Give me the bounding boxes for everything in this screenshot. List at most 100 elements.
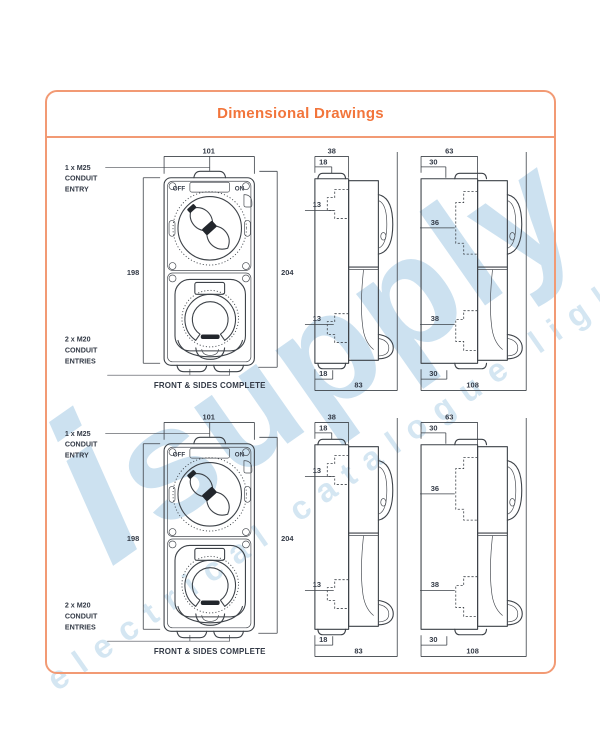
drawing-row: 101 198 204 1 x M25 CONDUIT ENTRY 2 x M2… — [65, 146, 527, 391]
side-small-body — [314, 172, 394, 370]
svg-text:ENTRIES: ENTRIES — [65, 623, 96, 631]
svg-text:1 x M25: 1 x M25 — [65, 164, 91, 172]
side-view-large: 63 30 36 38 — [420, 146, 527, 391]
knockout-upper: 36 — [420, 191, 478, 255]
front-view-drawing: 101 198 204 1 x M25 CONDUIT ENTRY 2 x M2… — [65, 146, 295, 390]
dim-83: 83 — [354, 381, 362, 390]
side-small-body — [314, 438, 394, 636]
dim-height-left: 198 — [127, 443, 161, 630]
dim-38: 38 — [328, 412, 336, 421]
dim-boss-bottom: 18 — [314, 369, 334, 380]
dim-63: 63 — [445, 146, 453, 155]
dim-204: 204 — [281, 534, 294, 543]
dim-38-lower: 38 — [431, 580, 439, 589]
dim-36: 36 — [431, 218, 439, 227]
dim-30-bottom: 30 — [429, 635, 437, 644]
svg-text:ENTRIES: ENTRIES — [65, 357, 96, 365]
drawing-rows: 101 198 204 1 x M25 CONDUIT ENTRY 2 x M2… — [47, 140, 554, 672]
dim-83: 83 — [354, 647, 362, 656]
brand-logo-mark — [200, 600, 220, 605]
dim-boss-top: 18 — [314, 157, 333, 174]
svg-text:ENTRY: ENTRY — [65, 452, 89, 460]
knockout-lower: 38 — [420, 310, 478, 351]
conduit-entry-label: 1 x M25 CONDUIT ENTRY — [65, 164, 211, 194]
dim-13-upper: 13 — [313, 466, 321, 475]
switch-on-label: ON — [235, 186, 245, 193]
dim-boss-bottom: 18 — [314, 635, 334, 646]
brand-logo-mark — [200, 334, 220, 339]
dim-38-lower: 38 — [431, 314, 439, 323]
dim-height-right: 204 — [258, 170, 294, 368]
dim-boss-top: 30 — [421, 157, 447, 178]
drawing-row: 101 198 204 1 x M25 CONDUIT ENTRY 2 x M2… — [65, 412, 527, 657]
dim-boss-bottom: 30 — [421, 635, 448, 646]
bottom-conduit-bosses — [176, 364, 244, 373]
dim-depth-total: 83 — [314, 417, 398, 657]
switch-off-label: OFF — [173, 452, 186, 459]
dim-boss-bottom: 30 — [421, 369, 448, 380]
svg-text:ENTRY: ENTRY — [65, 186, 89, 194]
dim-18-top: 18 — [319, 423, 327, 432]
rotary-switch — [168, 191, 251, 266]
dim-width: 101 — [163, 146, 255, 174]
svg-text:2 x M20: 2 x M20 — [65, 601, 91, 609]
side-large-body — [420, 438, 523, 636]
dim-108: 108 — [466, 647, 478, 656]
side-large-body — [420, 172, 523, 370]
dim-101: 101 — [203, 412, 215, 421]
knockout-lower: 38 — [420, 576, 478, 617]
switch-on-label: ON — [235, 452, 245, 459]
dim-18-top: 18 — [319, 157, 327, 166]
svg-text:CONDUIT: CONDUIT — [65, 441, 98, 449]
knockout-upper: 36 — [420, 457, 478, 521]
side-view-large: 63 30 36 38 — [420, 412, 527, 657]
dim-depth-total: 83 — [314, 151, 398, 391]
knockout-upper: 13 — [304, 189, 349, 219]
svg-text:CONDUIT: CONDUIT — [65, 612, 98, 620]
dim-13-upper: 13 — [313, 200, 321, 209]
dim-depth-total: 108 — [420, 417, 527, 657]
knockout-lower: 13 — [304, 313, 349, 343]
dim-204: 204 — [281, 268, 294, 277]
socket-outlet — [174, 544, 246, 626]
dim-height-right: 204 — [258, 436, 294, 634]
dim-63: 63 — [445, 412, 453, 421]
dim-depth-top: 38 — [314, 412, 350, 444]
dim-boss-top: 18 — [314, 423, 333, 440]
dim-30-top: 30 — [429, 423, 437, 432]
dim-width: 101 — [163, 412, 255, 440]
dim-30-bottom: 30 — [429, 369, 437, 378]
dim-13-lower: 13 — [313, 314, 321, 323]
knockout-lower: 13 — [304, 579, 349, 609]
dim-30-top: 30 — [429, 157, 437, 166]
dim-height-left: 198 — [127, 177, 161, 364]
svg-text:CONDUIT: CONDUIT — [65, 346, 98, 354]
front-caption: FRONT & SIDES COMPLETE — [154, 381, 266, 390]
dim-108: 108 — [466, 381, 478, 390]
svg-text:1 x M25: 1 x M25 — [65, 430, 91, 438]
side-view-small: 38 18 13 13 — [304, 146, 398, 391]
rotary-switch — [168, 457, 251, 532]
dim-depth-top: 38 — [314, 146, 350, 178]
drawing-sheet: Dimensional Drawings 101 198 204 1 x M25… — [45, 90, 556, 674]
dim-36: 36 — [431, 484, 439, 493]
dim-depth-top: 63 — [420, 146, 478, 179]
dim-38: 38 — [328, 146, 336, 155]
page-title: Dimensional Drawings — [47, 92, 554, 138]
side-view-small: 38 18 13 13 — [304, 412, 398, 657]
knockout-upper: 13 — [304, 455, 349, 485]
enclosure-front: OFF ON — [163, 436, 255, 632]
svg-text:CONDUIT: CONDUIT — [65, 175, 98, 183]
dim-depth-total: 108 — [420, 151, 527, 391]
front-view-drawing: 101 198 204 1 x M25 CONDUIT ENTRY 2 x M2… — [65, 412, 295, 656]
svg-text:2 x M20: 2 x M20 — [65, 335, 91, 343]
conduit-entry-label: 1 x M25 CONDUIT ENTRY — [65, 430, 211, 460]
dim-18-bottom: 18 — [319, 635, 327, 644]
switch-off-label: OFF — [173, 186, 186, 193]
enclosure-front: OFF ON — [163, 170, 255, 366]
front-caption: FRONT & SIDES COMPLETE — [154, 647, 266, 656]
dim-18-bottom: 18 — [319, 369, 327, 378]
dim-198: 198 — [127, 534, 139, 543]
dim-198: 198 — [127, 268, 139, 277]
